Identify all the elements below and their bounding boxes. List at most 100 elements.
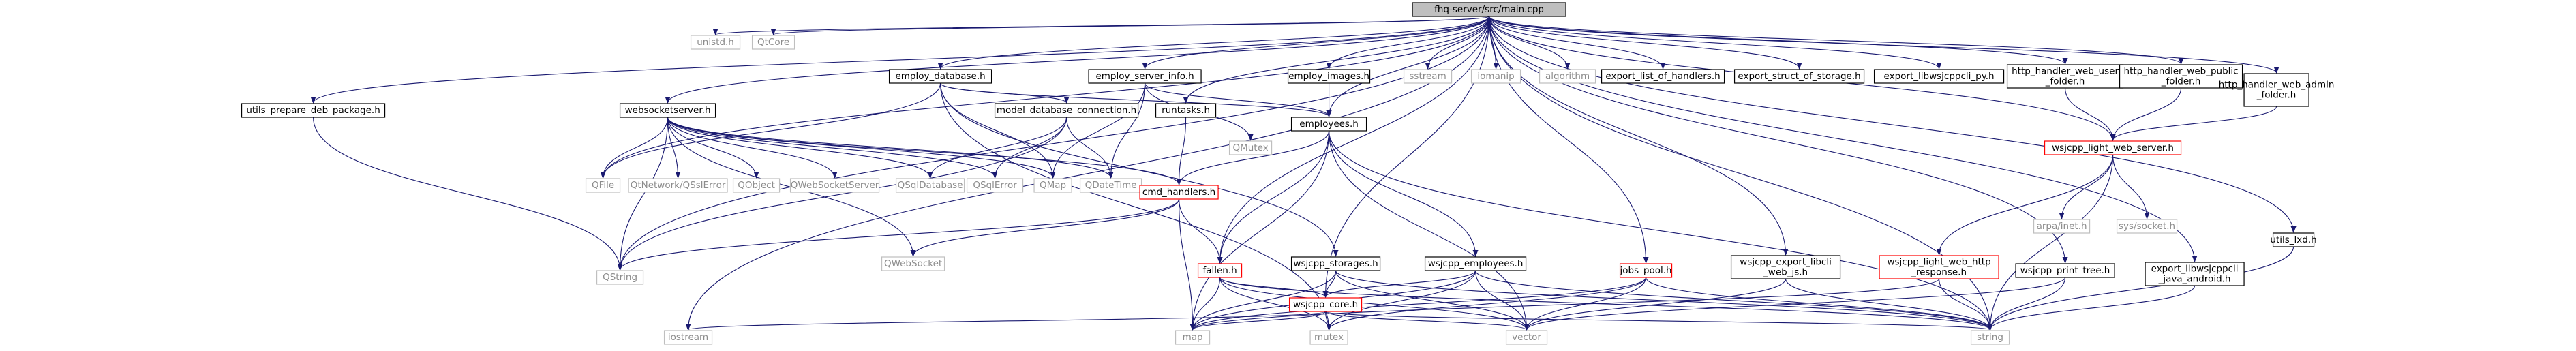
include-edge-cmd_handlers-to-qstring — [617, 198, 1180, 271]
node-label: jobs_pool.h — [1620, 265, 1672, 276]
include-edge-jobs_pool-to-mutex — [1326, 277, 1647, 331]
node-qmap: QMap — [1033, 178, 1072, 193]
include-edge-main-to-http_admin — [1489, 16, 2279, 74]
node-utils_prepare[interactable]: utils_prepare_deb_package.h — [241, 103, 386, 118]
node-main[interactable]: fhq-server/src/main.cpp — [1412, 2, 1566, 17]
include-edge-employees-to-string — [1329, 130, 1993, 331]
node-export_list[interactable]: export_list_of_handlers.h — [1601, 69, 1725, 84]
include-edge-light_web_server-to-arpa_inet — [2059, 154, 2114, 219]
node-box — [585, 178, 621, 193]
node-qfile: QFile — [585, 178, 621, 193]
node-label: iomanip — [1477, 71, 1514, 82]
node-box — [619, 103, 716, 118]
node-qobject: QObject — [732, 178, 781, 193]
node-wsjcpp_storages[interactable]: wsjcpp_storages.h — [1290, 256, 1381, 271]
node-box — [1970, 330, 2010, 345]
include-edge-websocketserver-to-qsqlerror — [667, 117, 998, 179]
node-employ_server_info[interactable]: employ_server_info.h — [1088, 69, 1202, 84]
node-label: QWebSocketServer — [791, 180, 879, 191]
node-box — [789, 178, 880, 193]
include-edge-websocketserver-to-qfile — [600, 117, 669, 179]
node-employees[interactable]: employees.h — [1290, 117, 1367, 132]
node-label: algorithm — [1545, 71, 1590, 82]
node-websocketserver[interactable]: websocketserver.h — [619, 103, 716, 118]
include-edge-http_public-to-light_web_server — [2110, 87, 2182, 141]
node-box — [966, 178, 1024, 193]
node-http_admin[interactable]: http_handler_web_admin_folder.h — [2219, 73, 2335, 107]
node-fallen[interactable]: fallen.h — [1197, 263, 1243, 278]
include-edge-main-to-export_java_android — [1489, 16, 2198, 262]
include-edge-main-to-http_public — [1489, 16, 2184, 65]
include-edge-main-to-utils_prepare — [310, 16, 1490, 104]
node-box — [2116, 219, 2178, 234]
node-box — [888, 69, 992, 84]
node-model_db_conn[interactable]: model_database_connection.h — [994, 103, 1139, 118]
node-print_tree[interactable]: wsjcpp_print_tree.h — [2015, 263, 2115, 278]
node-label: employ_database.h — [895, 71, 985, 82]
include-edge-model_db_conn-to-qdatetime — [1066, 117, 1114, 179]
node-label: _java_android.h — [2158, 274, 2231, 285]
node-http_public[interactable]: http_handler_web_public_folder.h — [2119, 64, 2243, 89]
node-employ_images[interactable]: employ_images.h — [1287, 69, 1371, 84]
include-edge-wsjcpp_storages-to-vector — [1335, 270, 1530, 331]
include-edge-main-to-utils_lxd — [1489, 16, 2297, 233]
include-edge-wsjcpp_employees-to-mutex — [1326, 270, 1476, 331]
node-qdatetime: QDateTime — [1079, 178, 1142, 193]
node-string: string — [1970, 330, 2010, 345]
node-utils_lxd[interactable]: utils_lxd.h — [2270, 232, 2317, 247]
include-edge-employ_database-to-qfile — [600, 82, 941, 179]
node-box — [1287, 69, 1371, 84]
include-edge-employ_database-to-wsjcpp_storages — [940, 82, 1339, 257]
node-wsjcpp_employees[interactable]: wsjcpp_employees.h — [1424, 256, 1527, 271]
node-label: http_handler_web_public — [2124, 66, 2239, 77]
node-label: QFile — [592, 180, 614, 191]
node-export_java_android[interactable]: export_libwsjcppcli_java_android.h — [2145, 262, 2245, 286]
node-box — [1088, 69, 1202, 84]
node-export_struct[interactable]: export_struct_of_storage.h — [1733, 69, 1865, 84]
include-edge-light_web_http_response-to-string — [1939, 278, 1993, 331]
include-edge-employees-to-cmd_handlers — [1176, 130, 1330, 185]
node-qtcore: QtCore — [751, 35, 795, 50]
node-arpa_inet: arpa/inet.h — [2033, 219, 2091, 234]
node-label: websocketserver.h — [625, 105, 711, 116]
include-edge-model_db_conn-to-qsqldatabase — [927, 117, 1067, 179]
include-edge-main-to-wsjcpp_core — [1322, 16, 1490, 298]
node-wsjcpp_core[interactable]: wsjcpp_core.h — [1288, 297, 1363, 312]
node-box — [241, 103, 386, 118]
node-export_libwsjcppcli_py[interactable]: export_libwsjcppcli_py.h — [1873, 69, 2005, 84]
node-jobs_pool[interactable]: jobs_pool.h — [1620, 263, 1673, 278]
node-http_user[interactable]: http_handler_web_user_folder.h — [2006, 64, 2124, 89]
node-label: QObject — [738, 180, 775, 191]
node-label: utils_lxd.h — [2270, 234, 2316, 245]
node-box — [1403, 69, 1453, 84]
node-label: QWebSocket — [884, 258, 942, 269]
node-employ_database[interactable]: employ_database.h — [888, 69, 992, 84]
include-edge-wsjcpp_storages-to-map — [1189, 270, 1337, 331]
include-edge-cmd_handlers-to-fallen — [1179, 198, 1223, 264]
node-box — [895, 178, 965, 193]
include-edge-main-to-export_libwsjcppcli_py — [1489, 16, 1942, 70]
include-edge-websocketserver-to-qdatetime — [667, 117, 1114, 179]
node-label: wsjcpp_print_tree.h — [2020, 265, 2110, 276]
include-edge-main-to-fallen — [1217, 16, 1490, 264]
include-edge-model_db_conn-to-qsqlerror — [992, 117, 1067, 179]
include-edge-wsjcpp_employees-to-vector — [1475, 270, 1530, 331]
include-edge-model_db_conn-to-qstring — [617, 117, 1067, 271]
include-edge-employ_server_info-to-employees — [1145, 82, 1332, 117]
node-box — [1197, 263, 1243, 278]
node-box — [2015, 263, 2115, 278]
node-label: export_struct_of_storage.h — [1738, 71, 1860, 82]
node-box — [1033, 178, 1072, 193]
node-light_web_server[interactable]: wsjcpp_light_web_server.h — [2044, 140, 2182, 155]
include-edge-main-to-qtcore — [771, 16, 1490, 35]
node-runtasks[interactable]: runtasks.h — [1155, 103, 1217, 118]
node-light_web_http_response[interactable]: wsjcpp_light_web_http_response.h — [1879, 255, 1999, 279]
include-edge-main-to-websocketserver — [665, 16, 1490, 104]
edges-layer — [310, 16, 2297, 331]
node-cmd_handlers[interactable]: cmd_handlers.h — [1139, 185, 1219, 200]
include-edge-websocketserver-to-cmd_handlers — [667, 117, 1182, 185]
node-label: map — [1183, 332, 1203, 343]
node-export_libwsjcppcli_web_js[interactable]: wsjcpp_export_libcli_web_js.h — [1730, 255, 1841, 279]
